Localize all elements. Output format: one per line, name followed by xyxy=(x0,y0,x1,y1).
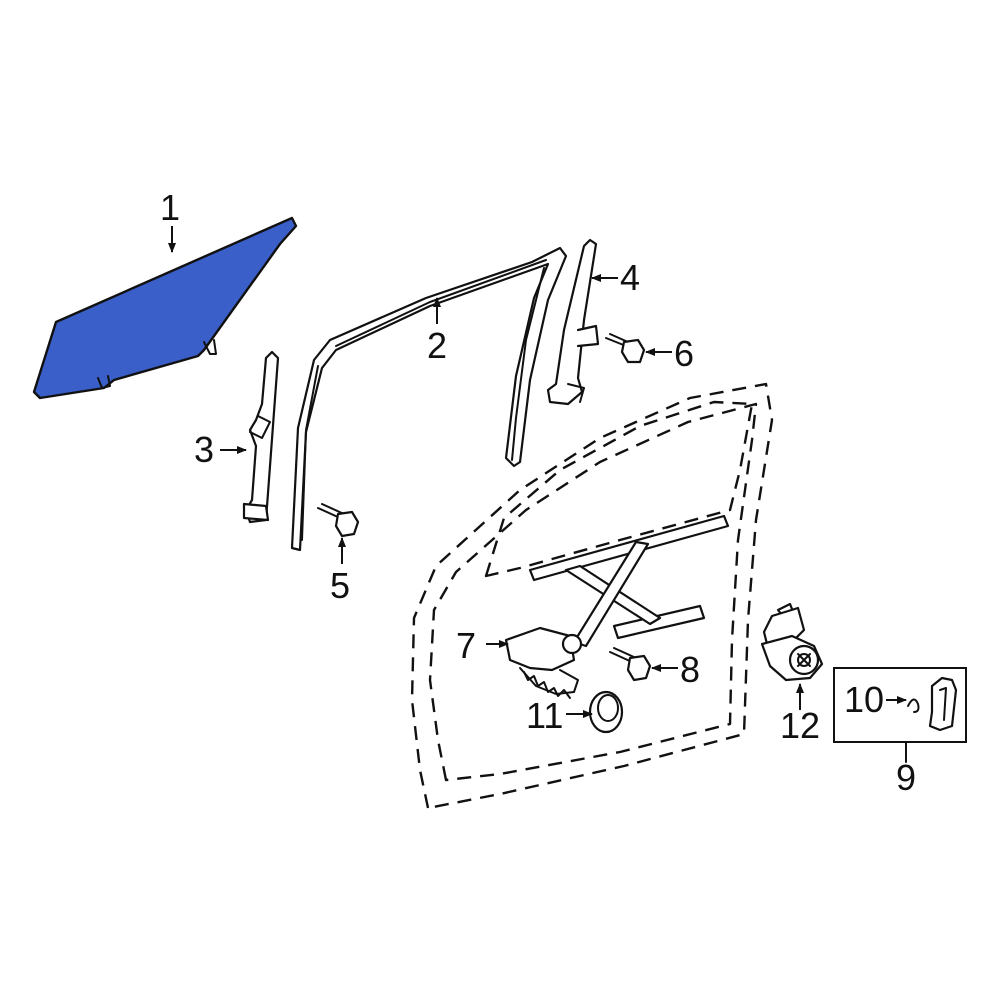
bolt-part-6[interactable] xyxy=(605,333,646,364)
callout-2: 2 xyxy=(427,325,447,366)
callout-8: 8 xyxy=(680,649,700,690)
callout-5: 5 xyxy=(330,565,350,606)
callout-12: 12 xyxy=(780,705,820,746)
bolt-part-8[interactable] xyxy=(609,647,652,682)
bolt-part-5[interactable] xyxy=(317,503,360,538)
callout-3: 3 xyxy=(194,429,214,470)
rear-glass-guide-part-4[interactable] xyxy=(546,238,600,406)
door-glass-part-1[interactable] xyxy=(32,216,298,400)
callout-4: 4 xyxy=(620,257,640,298)
callout-11: 11 xyxy=(526,695,563,736)
glass-run-channel-part-2[interactable] xyxy=(290,246,568,552)
door-outline xyxy=(410,382,774,810)
front-glass-guide-part-3[interactable] xyxy=(242,350,280,524)
callout-9: 9 xyxy=(896,757,916,798)
wire-harness-part-10[interactable] xyxy=(907,676,958,732)
callout-6: 6 xyxy=(674,333,694,374)
callout-7: 7 xyxy=(456,625,476,666)
callout-1: 1 xyxy=(160,187,180,228)
window-motor-part-12[interactable] xyxy=(760,602,824,682)
window-regulator-part-7[interactable] xyxy=(504,514,730,699)
grommet-part-11[interactable] xyxy=(588,690,624,734)
callout-10: 10 xyxy=(844,679,884,720)
